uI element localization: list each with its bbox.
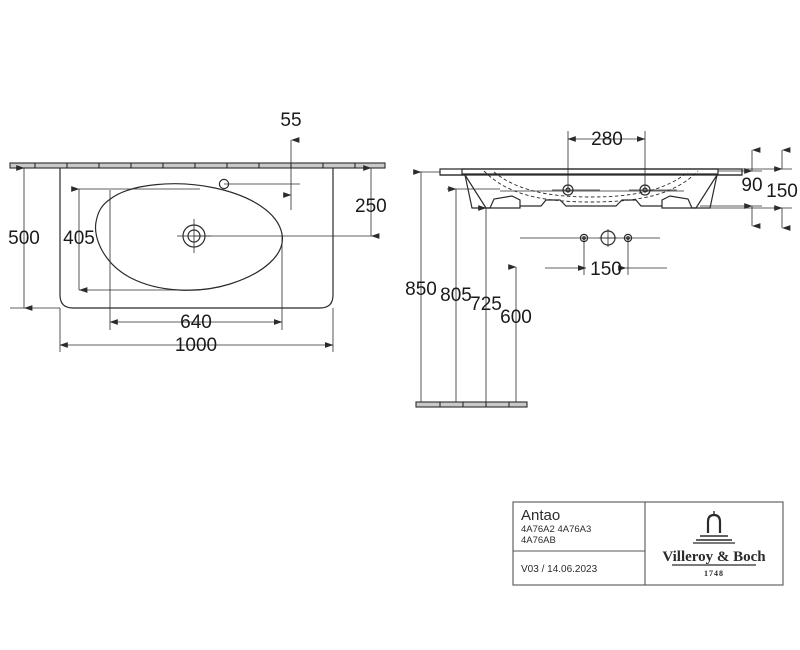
dimension-405-label: 405 (63, 228, 95, 249)
dimension-600-label: 600 (500, 307, 532, 328)
dimension-150-horizontal-label: 150 (590, 259, 622, 280)
plan-wall-hatch (9, 162, 386, 169)
dimension-405: 405 (63, 186, 200, 293)
plan-bowl-outline (94, 183, 283, 291)
dimension-805: 805 (440, 186, 500, 402)
brand-year: 1748 (704, 569, 724, 578)
dimension-90: 90 (700, 147, 763, 229)
dimension-250-label: 250 (355, 196, 387, 217)
dimension-640: 640 (109, 190, 283, 333)
dimension-55: 55 (280, 110, 302, 210)
dimension-640-label: 640 (180, 312, 212, 333)
elevation-view: 280 90 150 (405, 129, 798, 408)
dimension-500: 500 (8, 165, 60, 311)
dimension-150-vertical-label: 150 (766, 181, 798, 202)
elevation-floor-hatch (415, 401, 528, 408)
dimension-55-label: 55 (280, 110, 301, 131)
elevation-body-outline (440, 174, 742, 209)
elevation-bowl-hidden (483, 170, 699, 203)
dimension-600: 600 (500, 264, 532, 402)
dimension-805-label: 805 (440, 285, 472, 306)
fountain-icon (693, 511, 735, 544)
dimension-850-label: 850 (405, 279, 437, 300)
elevation-bowl-hidden-2 (493, 171, 689, 198)
elevation-skirt (464, 174, 718, 209)
elevation-rim-inner (461, 168, 719, 175)
dimension-150-horizontal: 150 (545, 238, 667, 280)
dimension-850: 850 (405, 169, 440, 402)
elevation-lower-holes (520, 229, 660, 247)
dimension-1000-label: 1000 (175, 335, 217, 356)
dimension-1000: 1000 (59, 308, 334, 356)
dimension-280-label: 280 (591, 129, 623, 150)
title-block: Antao 4A76A2 4A76A3 4A76AB V03 / 14.06.2… (512, 501, 784, 586)
dimension-150-vertical: 150 (710, 147, 798, 231)
dimension-90-label: 90 (741, 175, 762, 196)
dimension-725: 725 (470, 205, 520, 402)
dimension-500-label: 500 (8, 228, 40, 249)
title-block-product-name: Antao (521, 507, 560, 524)
elevation-tap-hole-left (552, 184, 600, 196)
title-block-article-line2: 4A76AB (521, 535, 556, 546)
plan-basin-outline (59, 168, 334, 309)
title-block-version-date: V03 / 14.06.2023 (521, 564, 598, 575)
dimension-725-label: 725 (470, 294, 502, 315)
dimension-280: 280 (567, 129, 646, 190)
dimension-250: 250 (355, 165, 387, 239)
plan-view: 500 405 55 250 640 (8, 110, 387, 356)
brand-wordmark: Villeroy & Boch (662, 549, 766, 565)
title-block-article-line1: 4A76A2 4A76A3 (521, 524, 591, 535)
